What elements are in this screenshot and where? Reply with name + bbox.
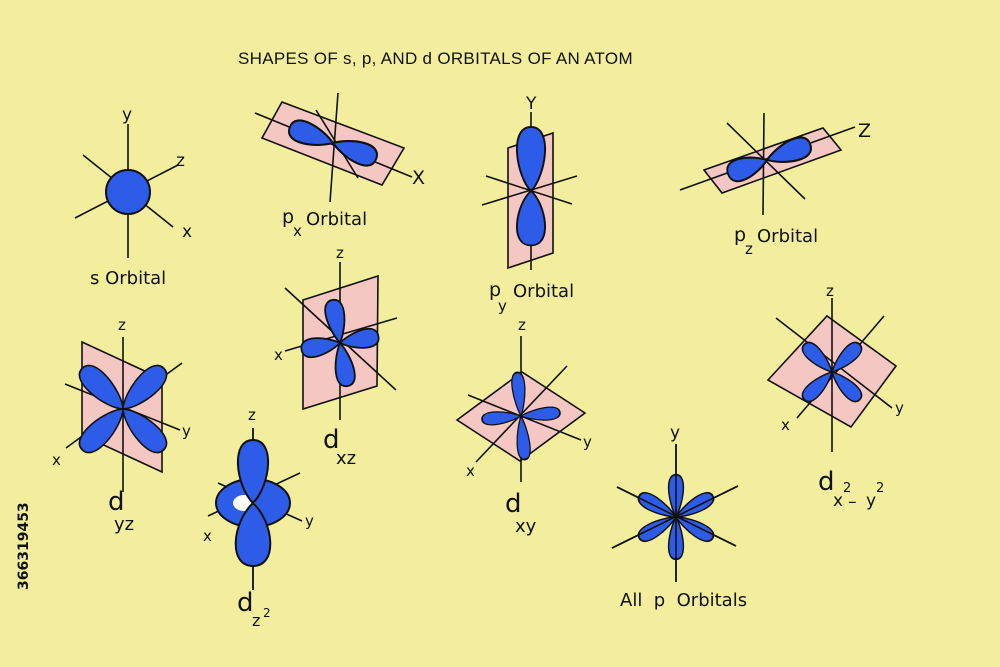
px-subscript: x <box>293 222 302 240</box>
dx2y2-axis-z: z <box>826 282 834 300</box>
dxz-axis-x: x <box>274 346 283 364</box>
s-axis-x: x <box>182 222 192 242</box>
dx2y2-axis-y: y <box>895 399 904 417</box>
pz-axis-label: Z <box>858 120 871 142</box>
stock-id: 366319453 <box>16 502 32 590</box>
dxy-axis-x: x <box>466 462 475 480</box>
pz-subscript: z <box>745 240 753 258</box>
dz2-d: d <box>237 588 254 618</box>
py-subscript: y <box>498 297 507 315</box>
dyz-orbital: z y x d yz <box>52 316 191 535</box>
dx2y2-sub-x: x <box>833 491 843 511</box>
dz2-orbital: z y x d z 2 <box>203 406 314 630</box>
dyz-axis-z: z <box>118 316 126 334</box>
dyz-d: d <box>108 487 125 517</box>
dyz-axis-x: x <box>52 451 61 469</box>
dx2y2-sup-y: 2 <box>876 481 884 496</box>
px-p: p <box>282 206 294 228</box>
py-p: p <box>489 279 501 301</box>
dxz-d: d <box>323 425 340 455</box>
diagram-title: SHAPES OF s, p, AND d ORBITALS OF AN ATO… <box>238 49 633 68</box>
dx2y2-sub-y: y <box>866 491 876 511</box>
py-orbital: Y p y Orbital <box>481 94 578 315</box>
s-orbital: y z x s Orbital <box>74 105 192 289</box>
dxz-axis-z: z <box>336 244 344 262</box>
dxy-subscript: xy <box>515 516 537 537</box>
py-axis-label: Y <box>525 94 537 114</box>
dxz-orbital: z x d xz <box>274 244 398 469</box>
py-orbital-word: Orbital <box>513 281 574 302</box>
dx2y2-sup-x: 2 <box>843 481 851 496</box>
s-orbital-label: s Orbital <box>90 268 166 289</box>
dxz-subscript: xz <box>336 448 356 469</box>
dx2y2-minus: – <box>848 492 857 512</box>
pz-p: p <box>734 224 746 246</box>
s-axis-y: y <box>122 105 132 125</box>
dz2-axis-z: z <box>248 406 256 424</box>
dx2y2-d: d <box>818 467 835 497</box>
s-axis-z: z <box>176 151 185 171</box>
dxy-d: d <box>505 489 522 519</box>
dx2-y2-orbital: z y x d x 2 – y 2 <box>766 282 904 512</box>
dyz-subscript: yz <box>114 514 134 535</box>
dz2-superscript: 2 <box>263 606 271 620</box>
all-p-axis-y: y <box>670 423 680 443</box>
dxy-axis-z: z <box>518 316 526 334</box>
dyz-axis-y: y <box>182 422 191 440</box>
px-orbital-word: Orbital <box>306 209 367 230</box>
dz2-axis-y: y <box>305 512 314 530</box>
all-p-orbitals-label: All p Orbitals <box>620 590 747 611</box>
dxy-axis-y: y <box>583 433 592 451</box>
s-sphere <box>105 169 151 215</box>
dx2y2-axis-x: x <box>781 416 790 434</box>
dxy-orbital: z y x d xy <box>455 316 592 537</box>
pz-orbital: Z p z Orbital <box>679 112 871 258</box>
pz-orbital-word: Orbital <box>757 226 818 247</box>
dz2-axis-x: x <box>203 527 212 545</box>
dz2-subscript: z <box>252 611 260 630</box>
px-axis-label: X <box>412 167 425 189</box>
all-p-orbitals: y All p Orbitals <box>611 423 747 611</box>
px-orbital: X p x Orbital <box>254 92 425 240</box>
